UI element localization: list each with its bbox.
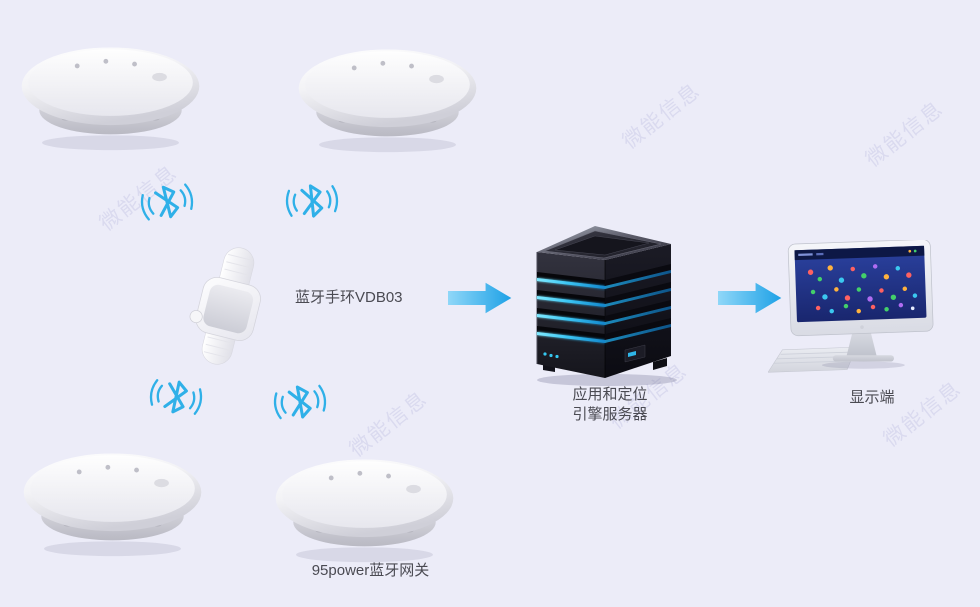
watermark-text: 微能信息	[861, 96, 949, 172]
display-terminal-monitor	[768, 240, 948, 375]
bluetooth-gateway-device-bottom-center	[272, 450, 457, 566]
label-server: 应用和定位 引擎服务器	[535, 385, 685, 424]
label-bluetooth-gateways: 95power蓝牙网关	[311, 562, 430, 579]
label-server-line1: 应用和定位	[572, 386, 648, 403]
label-bluetooth-bracelet: 蓝牙手环VDB03	[295, 289, 403, 306]
label-display-terminal: 显示端	[849, 389, 895, 406]
label-server-line2: 引擎服务器	[572, 405, 648, 423]
bluetooth-gateway-device-bottom-left	[20, 444, 205, 560]
bluetooth-icon	[267, 372, 333, 431]
bluetooth-icon	[281, 173, 344, 229]
bluetooth-gateway-device-top-left	[18, 38, 203, 154]
watermark-text: 微能信息	[618, 78, 706, 154]
positioning-engine-server	[533, 214, 683, 386]
bluetooth-icon	[142, 367, 209, 428]
smartwatch-bracelet	[176, 244, 280, 368]
arrow-right-icon	[447, 282, 513, 314]
watermark-text: 微能信息	[879, 376, 967, 452]
bluetooth-gateway-device-top-center	[295, 40, 480, 156]
